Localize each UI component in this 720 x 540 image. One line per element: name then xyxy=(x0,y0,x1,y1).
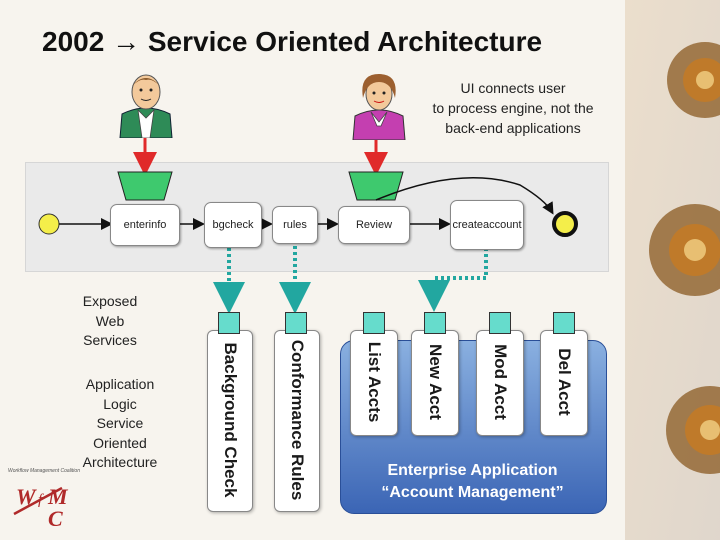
end-event-icon xyxy=(552,211,578,237)
app-logic-label: Application Logic Service Oriented Archi… xyxy=(60,375,180,473)
ui-note-line: UI connects user xyxy=(460,80,566,96)
enterprise-label: Enterprise Application “Account Manageme… xyxy=(340,460,605,504)
svg-text:C: C xyxy=(48,506,63,530)
app-logic-label-line: Oriented xyxy=(93,434,147,451)
female-user-icon xyxy=(352,74,406,140)
enterprise-label-line: Enterprise Application xyxy=(387,462,558,479)
account-service-label: Mod Acct xyxy=(491,344,510,420)
service-port xyxy=(363,312,385,334)
page-title: 2002 → Service Oriented Architecture xyxy=(42,26,543,57)
service-background-check xyxy=(207,330,253,512)
service-port xyxy=(285,312,307,334)
service-label: Conformance Rules xyxy=(288,339,307,501)
app-logic-label-line: Application xyxy=(85,376,155,392)
account-service xyxy=(411,330,459,436)
service-label: Background Check xyxy=(221,342,240,498)
account-service xyxy=(540,330,588,436)
wfmc-logo: Workflow Management Coalition W f M C xyxy=(8,468,88,531)
exposed-label-line: Web xyxy=(95,312,125,329)
account-service-label: New Acct xyxy=(426,344,445,420)
enterprise-label-line: “Account Management” xyxy=(381,484,564,501)
exposed-label-line: Exposed xyxy=(82,293,138,309)
account-service xyxy=(350,330,398,436)
service-port xyxy=(489,312,511,334)
wfmc-logo-mark: W f M C xyxy=(13,484,69,531)
ui-note-line: to process engine, not the xyxy=(432,100,594,116)
male-user-icon xyxy=(119,74,173,138)
ui-note-line: back-end applications xyxy=(445,120,581,136)
ui-trigger-shape xyxy=(348,171,404,201)
account-service-label: List Accts xyxy=(365,341,384,423)
service-port xyxy=(424,312,446,334)
flow-arrow xyxy=(375,177,554,215)
exposed-label-line: Services xyxy=(83,332,137,348)
service-port xyxy=(553,312,575,334)
logo-caption: Workflow Management Coalition xyxy=(8,468,80,474)
ui-note: UI connects user to process engine, not … xyxy=(408,78,618,138)
svg-text:W: W xyxy=(16,484,37,509)
app-logic-label-line: Architecture xyxy=(82,454,158,470)
exposed-web-services-label: Exposed Web Services xyxy=(60,292,160,351)
gear-decoration xyxy=(625,0,720,540)
svg-text:f: f xyxy=(38,492,44,508)
account-service xyxy=(476,330,524,436)
service-conformance-rules xyxy=(274,330,320,512)
task-rules: rules xyxy=(272,206,318,244)
ui-trigger-shape xyxy=(117,171,173,201)
service-port xyxy=(218,312,240,334)
task-review: Review xyxy=(338,206,410,244)
service-link xyxy=(418,248,488,312)
app-logic-label-line: Service xyxy=(96,415,144,431)
svg-text:M: M xyxy=(47,484,69,509)
app-logic-label-line: Logic xyxy=(103,395,137,412)
start-event-icon xyxy=(38,213,60,235)
account-service-label: Del Acct xyxy=(555,348,574,416)
